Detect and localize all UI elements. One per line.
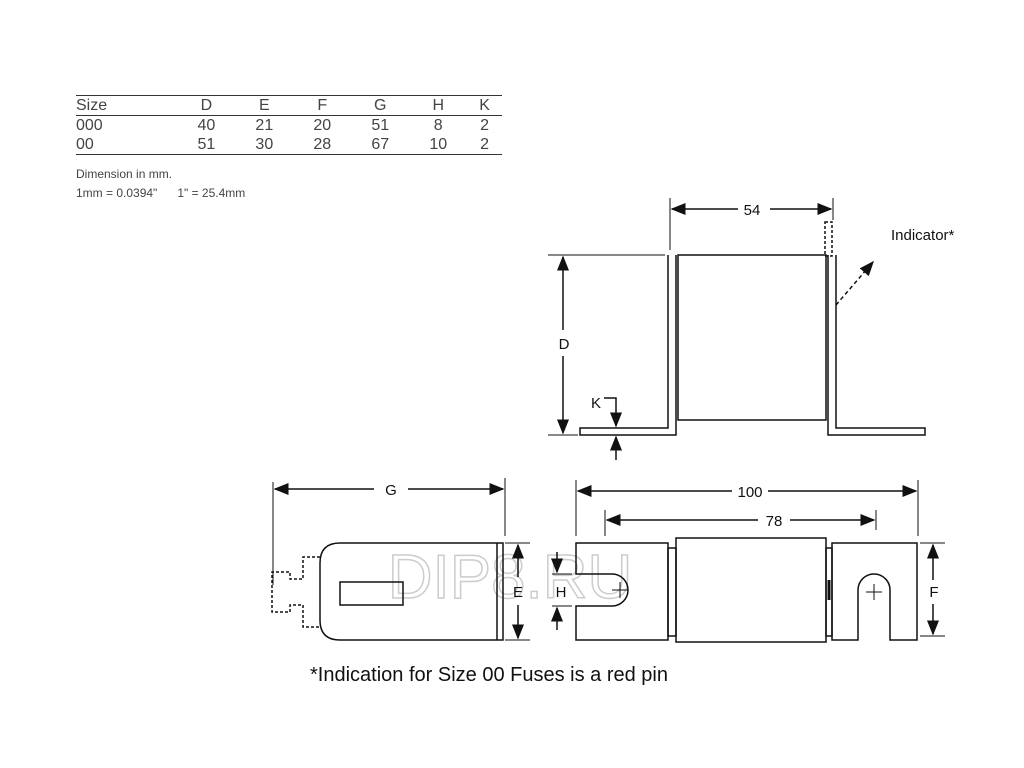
label-g: G (385, 482, 397, 499)
fuse-body (677, 254, 827, 421)
cell: 67 (371, 136, 390, 153)
cell: 10 (429, 136, 448, 153)
cell: 2 (480, 117, 490, 134)
cell: 40 (197, 117, 216, 134)
indicator-leader (835, 260, 874, 306)
label-h: H (556, 584, 567, 601)
table-header: Size D E F G H K (76, 95, 502, 116)
cell: 21 (255, 117, 274, 134)
label-f: F (929, 584, 938, 601)
cell: 28 (313, 136, 332, 153)
right-flange (827, 255, 926, 436)
cell: 51 (371, 117, 390, 134)
label-k: K (591, 395, 601, 412)
right-terminal (831, 542, 918, 641)
cell: 00 (76, 136, 94, 153)
col-k: K (479, 97, 490, 114)
label-indicator: Indicator* (891, 227, 955, 244)
label-d: D (559, 336, 570, 353)
cell: 20 (313, 117, 332, 134)
fuse-body-top (675, 537, 827, 643)
end-body (319, 542, 504, 641)
col-e: E (258, 97, 270, 114)
footer-note: *Indication for Size 00 Fuses is a red p… (310, 664, 668, 686)
fuse-side-view (548, 198, 926, 460)
label-78: 78 (766, 513, 783, 530)
left-flange (579, 255, 677, 436)
col-h: H (432, 97, 445, 114)
label-e: E (513, 584, 523, 601)
dim-k-arrow (604, 397, 622, 428)
conversion-inch: 1" = 25.4mm (177, 186, 246, 200)
cell: 51 (197, 136, 216, 153)
indicator-pin (824, 221, 833, 257)
col-d: D (200, 97, 213, 114)
col-f: F (317, 97, 328, 114)
fuse-top-view (551, 480, 945, 643)
units-note: Dimension in mm. (76, 167, 173, 181)
left-terminal (575, 542, 669, 641)
cell: 2 (480, 136, 490, 153)
cell: 30 (255, 136, 274, 153)
conversion-note: 1mm = 0.0394" 1" = 25.4mm (76, 186, 245, 200)
watermark: DIP8.RU (388, 543, 633, 612)
fuse-end-view (271, 478, 530, 641)
conversion-mm: 1mm = 0.0394" (76, 186, 158, 200)
cell: 8 (433, 117, 443, 134)
slot (339, 581, 404, 606)
label-100: 100 (737, 484, 762, 501)
cell: 000 (76, 117, 103, 134)
indicator-outline (271, 556, 320, 628)
table-row: 00 51 30 28 67 10 2 (76, 135, 502, 155)
col-g: G (374, 97, 387, 114)
col-size: Size (76, 97, 108, 114)
label-54: 54 (744, 202, 761, 219)
